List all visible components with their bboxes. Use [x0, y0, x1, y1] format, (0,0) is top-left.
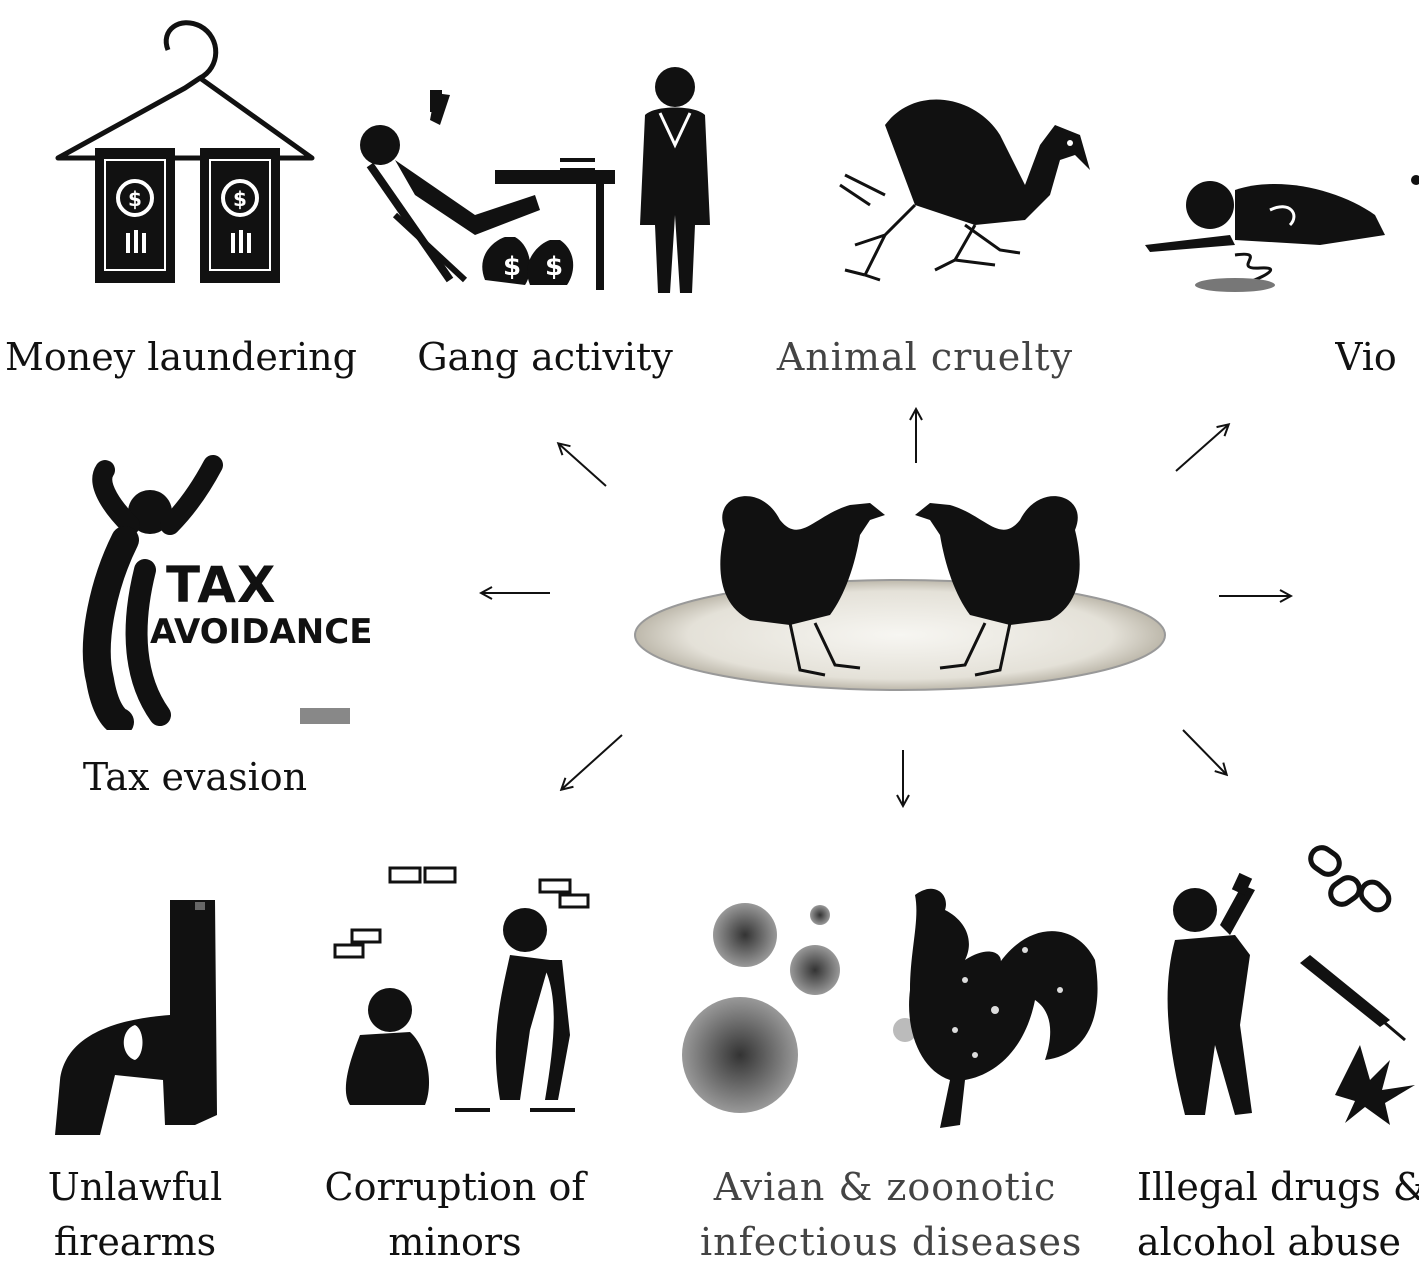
bird-skeleton-icon	[839, 99, 1090, 282]
pistol-icon	[55, 900, 217, 1135]
label-drugs-line1: Illegal drugs &	[1137, 1165, 1419, 1209]
tax-avoidance-icon	[82, 455, 350, 730]
arrow-gang	[559, 444, 607, 487]
virus-rooster-icon	[682, 888, 1098, 1128]
label-avian-line1: Avian & zoonotic	[713, 1165, 1057, 1209]
svg-text:$: $	[503, 252, 521, 282]
arrow-violence	[1175, 425, 1228, 472]
label-drugs-line2: alcohol abuse	[1137, 1220, 1401, 1264]
label-violence: Vio	[1335, 335, 1397, 379]
cockfight-center-icon	[634, 496, 1166, 691]
arrow-corruption	[562, 734, 623, 789]
gangster-icon: $ $	[360, 67, 710, 293]
label-corruption-line1: Corruption of	[324, 1165, 586, 1209]
label-avian-line2: infectious diseases	[700, 1220, 1083, 1264]
drinker-drugs-icon	[1167, 845, 1415, 1125]
tax-sign-line2: AVOIDANCE	[150, 612, 373, 652]
tax-sign-line1: TAX	[166, 556, 277, 614]
arrow-drugs	[1182, 729, 1226, 774]
label-firearms-line1: Unlawful	[47, 1165, 223, 1209]
label-firearms-line2: firearms	[53, 1220, 217, 1264]
smoking-youths-icon	[333, 866, 590, 1112]
hanger-money-icon: $ $	[55, 20, 315, 283]
label-corruption-line2: minors	[388, 1220, 522, 1264]
label-animal-cruelty: Animal cruelty	[776, 335, 1074, 379]
svg-text:$: $	[128, 187, 142, 211]
label-tax-evasion: Tax evasion	[82, 755, 308, 799]
svg-text:$: $	[233, 187, 247, 211]
label-money-laundering: Money laundering	[5, 335, 357, 379]
lying-person-icon	[1145, 175, 1419, 292]
label-gang-activity: Gang activity	[417, 335, 673, 379]
svg-text:$: $	[545, 252, 563, 282]
